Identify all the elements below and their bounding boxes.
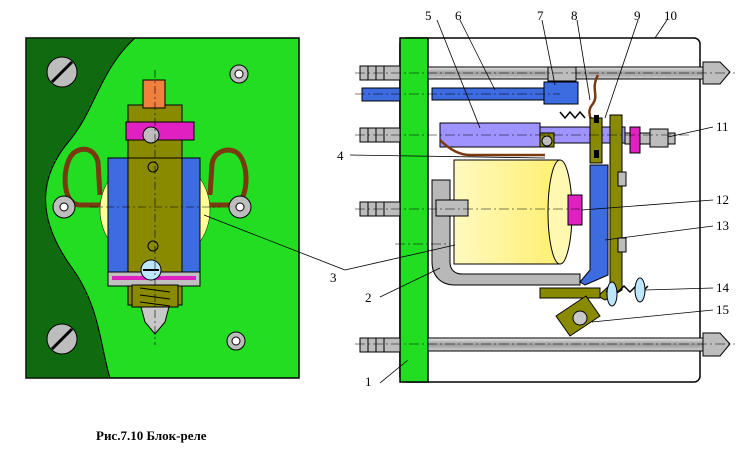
- bottom-tip: [140, 306, 170, 335]
- mounting-screw-icon: [46, 323, 78, 355]
- magenta-washer: [629, 126, 641, 154]
- label-6: 6: [455, 8, 462, 23]
- label-1: 1: [365, 374, 372, 389]
- label-2: 2: [365, 290, 372, 305]
- mounting-screw-icon: [46, 56, 78, 88]
- label-5: 5: [425, 8, 432, 23]
- front-view: [25, 37, 300, 379]
- top-post: [142, 79, 166, 109]
- label-4: 4: [337, 148, 344, 163]
- label-8: 8: [571, 8, 578, 23]
- terminal-nut-icon: [228, 195, 252, 219]
- label-13: 13: [716, 218, 729, 233]
- nut-icon: [226, 331, 246, 351]
- side-view: [203, 19, 735, 384]
- armature: [579, 164, 609, 286]
- terminal-nut-icon: [52, 195, 76, 219]
- base-plate: [399, 37, 429, 383]
- nut-icon: [229, 64, 249, 84]
- coil: [453, 159, 561, 265]
- part-labels: 1 2 3 4 5 6 7 8 9 10 11 12 13 14 15: [330, 8, 730, 389]
- label-7: 7: [537, 8, 544, 23]
- yoke: [431, 179, 581, 286]
- spring: [559, 110, 586, 120]
- figure-caption: Рис.7.10 Блок-реле: [96, 428, 207, 443]
- label-3: 3: [330, 270, 337, 285]
- magenta-clamp: [125, 121, 195, 141]
- label-12: 12: [716, 192, 729, 207]
- knob-icon: [702, 332, 731, 357]
- label-11: 11: [716, 119, 729, 134]
- blue-block: [543, 81, 579, 105]
- label-15: 15: [716, 302, 729, 317]
- front-dark-panel: [25, 37, 137, 379]
- rod-bottom: [427, 337, 704, 352]
- label-10: 10: [664, 8, 677, 23]
- label-14: 14: [716, 280, 730, 295]
- pole-piece: [567, 194, 583, 226]
- label-9: 9: [634, 8, 641, 23]
